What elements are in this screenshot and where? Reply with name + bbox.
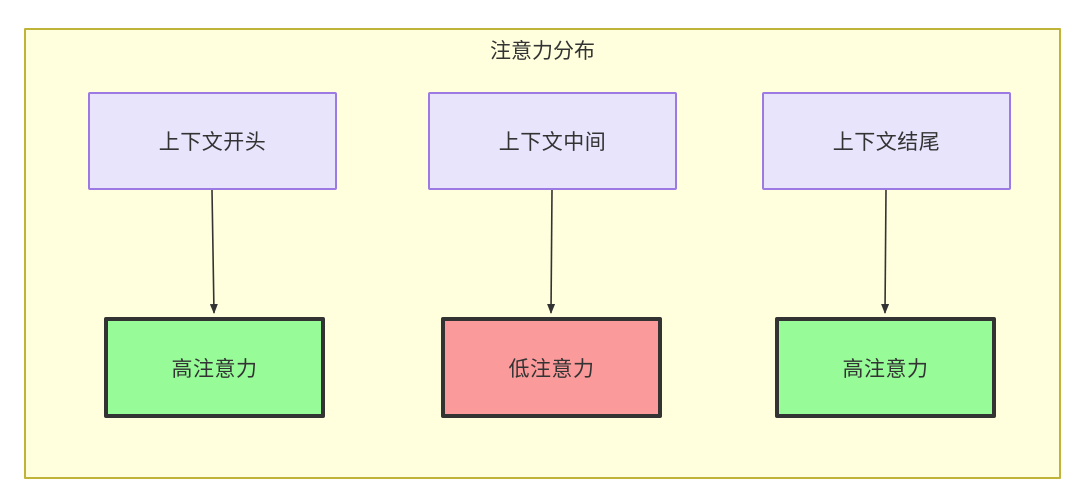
node-context-middle[interactable]: 上下文中间 (428, 92, 677, 190)
node-context-end-label: 上下文结尾 (832, 131, 941, 154)
node-low-attention-middle-label: 低注意力 (508, 357, 595, 381)
node-context-end[interactable]: 上下文结尾 (762, 92, 1011, 190)
node-high-attention-end-label: 高注意力 (842, 357, 929, 381)
node-high-attention-start-label: 高注意力 (171, 357, 258, 381)
node-context-start[interactable]: 上下文开头 (88, 92, 337, 190)
node-context-start-label: 上下文开头 (158, 131, 267, 154)
node-high-attention-start[interactable]: 高注意力 (104, 317, 325, 418)
node-low-attention-middle[interactable]: 低注意力 (441, 317, 662, 418)
node-high-attention-end[interactable]: 高注意力 (775, 317, 996, 418)
node-context-middle-label: 上下文中间 (498, 131, 607, 154)
subgraph-title: 注意力分布 (490, 40, 595, 63)
